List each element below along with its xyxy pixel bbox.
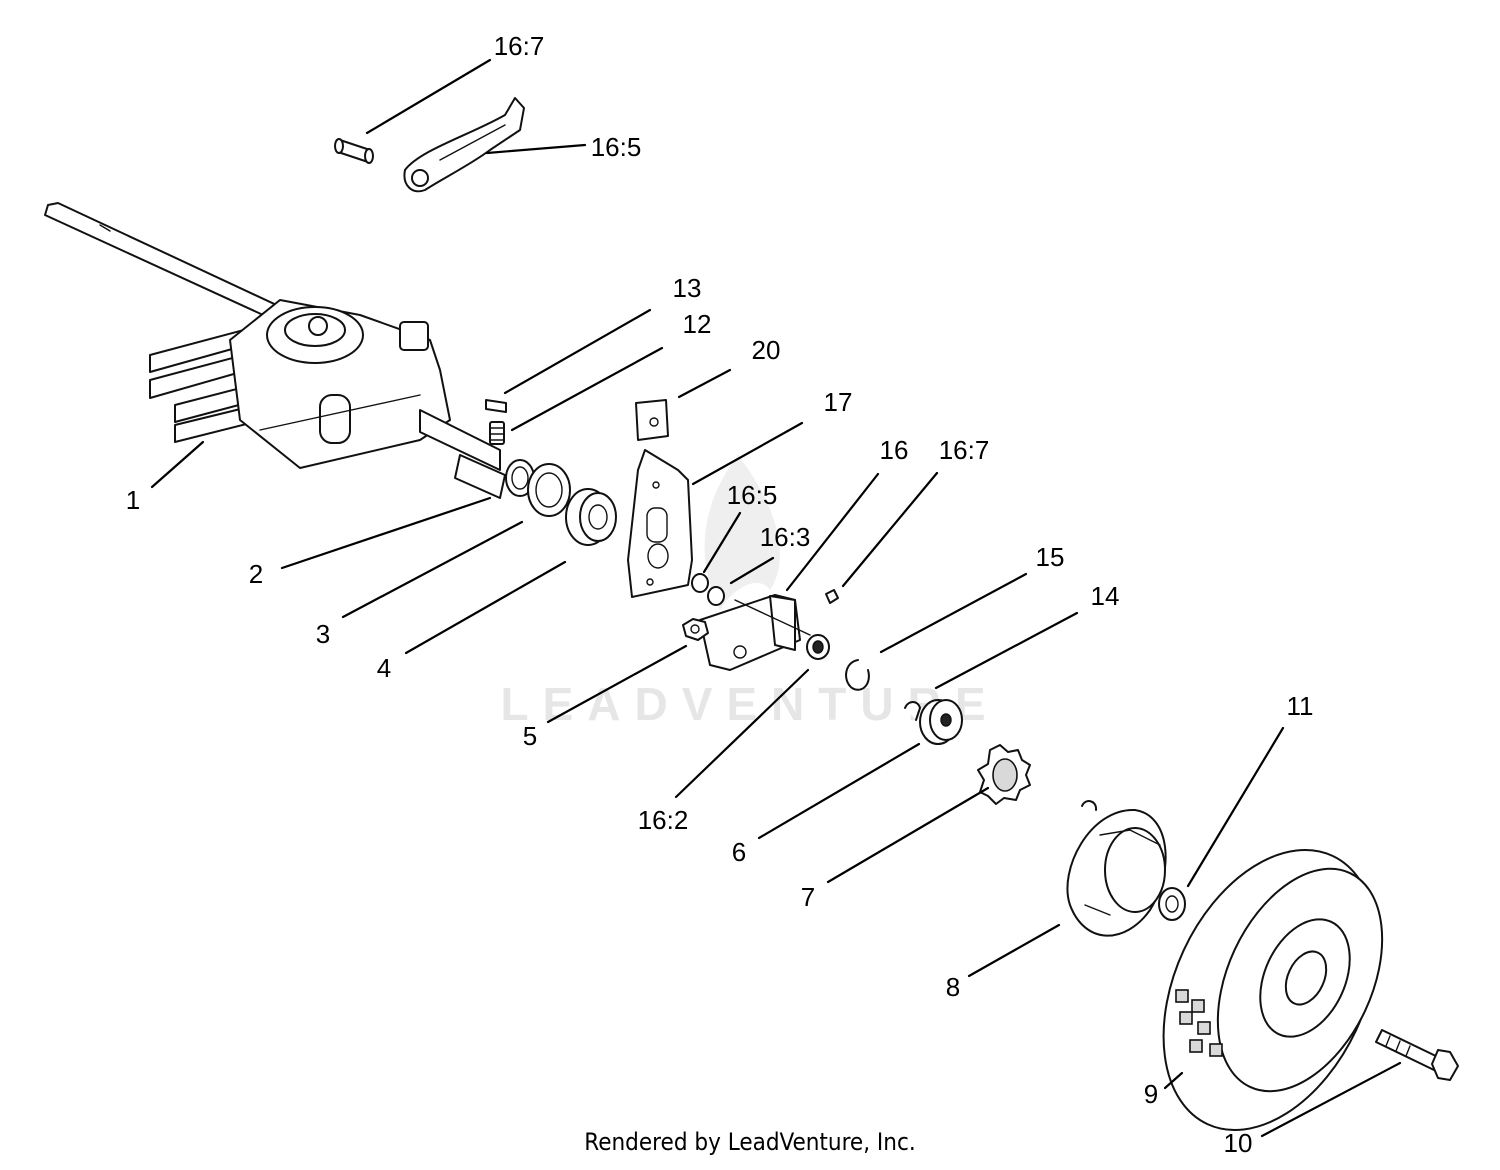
callout-labels: 16:7 16:5 1 2 3 4 13 12 20 17 16 16:7 16… (126, 31, 1314, 1158)
lever-part-19[interactable] (403, 97, 525, 193)
transmission-part-1[interactable] (44, 202, 506, 499)
bushing-part-16-5[interactable] (691, 573, 709, 593)
bracket-part-16[interactable] (699, 594, 811, 671)
bushing-part-16-3[interactable] (707, 586, 725, 606)
callout-9: 9 (1144, 1079, 1158, 1109)
callout-11: 11 (1287, 691, 1314, 721)
clip-part-14[interactable] (904, 701, 921, 721)
bushing-part-4[interactable] (565, 488, 617, 546)
leader-lines (150, 58, 1402, 1138)
hub-part-8[interactable] (1066, 800, 1167, 937)
wheel-part-9[interactable] (1121, 816, 1418, 1165)
bushing-part-11[interactable] (1158, 887, 1186, 921)
plate-part-17[interactable] (627, 449, 693, 598)
key-part-13[interactable] (485, 399, 507, 413)
callout-16-2: 16:2 (638, 805, 689, 835)
callout-1: 1 (126, 485, 140, 515)
callout-16-5: 16:5 (727, 480, 778, 510)
clip-part-18[interactable] (635, 399, 669, 441)
gear-part-7[interactable] (977, 744, 1031, 805)
footer-credit: Rendered by LeadVenture, Inc. (584, 1128, 916, 1156)
callout-17: 17 (824, 387, 853, 417)
callout-2: 2 (249, 559, 263, 589)
callout-15: 15 (1036, 542, 1065, 572)
callout-14: 14 (1091, 581, 1120, 611)
e-ring-part-15[interactable] (845, 659, 870, 691)
callout-4: 4 (377, 653, 391, 683)
callout-10: 10 (1224, 1128, 1253, 1158)
pin-part-20[interactable] (334, 138, 374, 164)
callout-19: 16:5 (591, 132, 642, 162)
nut-part-5[interactable] (682, 618, 709, 641)
callout-7: 7 (801, 882, 815, 912)
callout-16-3: 16:3 (760, 522, 811, 552)
callout-5: 5 (523, 721, 537, 751)
spacer-part-6[interactable] (919, 699, 963, 745)
callout-18: 20 (752, 335, 781, 365)
callout-8: 8 (946, 972, 960, 1002)
callout-3: 3 (316, 619, 330, 649)
callout-20: 16:7 (494, 31, 545, 61)
bearing-part-16-2[interactable] (806, 634, 830, 660)
callout-6: 6 (732, 837, 746, 867)
nut-part-16-7[interactable] (825, 589, 839, 604)
bolt-part-10[interactable] (1375, 1029, 1459, 1081)
callout-13: 13 (673, 273, 702, 303)
washer-part-3[interactable] (527, 463, 571, 517)
spring-part-12[interactable] (489, 421, 505, 445)
callout-16-7: 16:7 (939, 435, 990, 465)
callout-12: 12 (683, 309, 712, 339)
callout-16: 16 (880, 435, 909, 465)
